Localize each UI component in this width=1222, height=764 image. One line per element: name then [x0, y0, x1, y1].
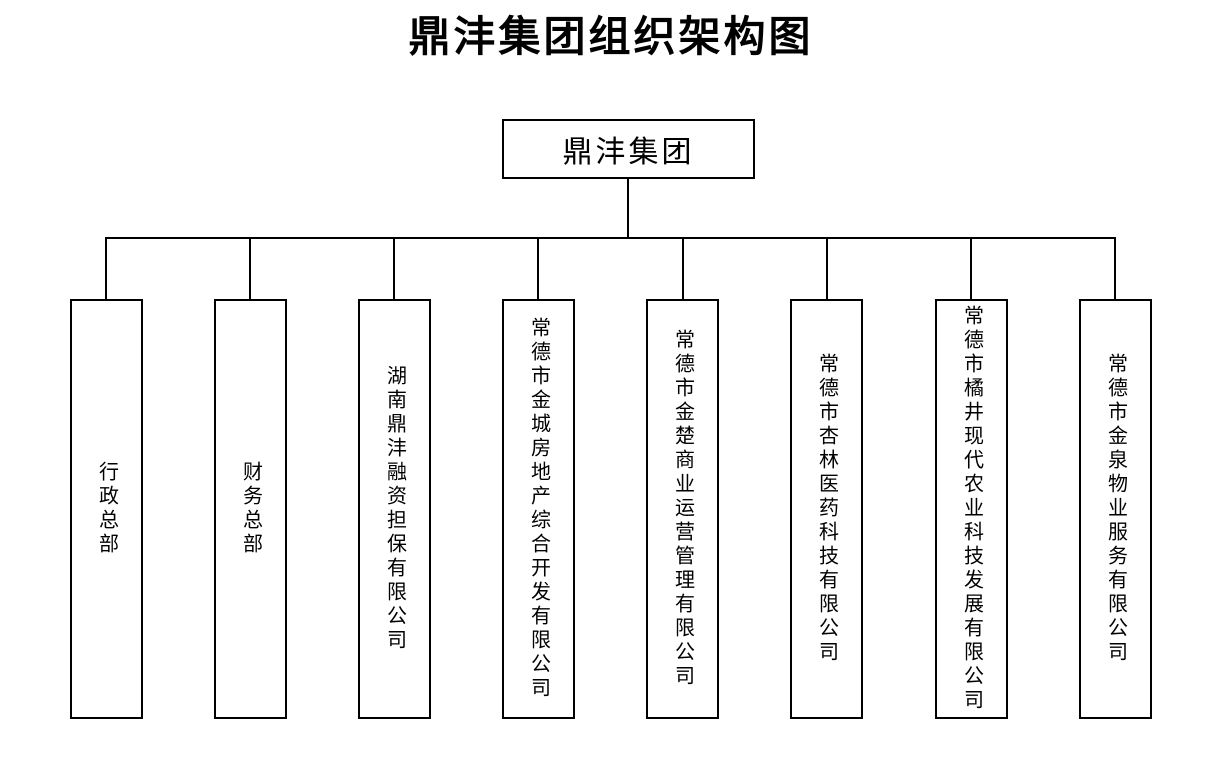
org-root-box: 鼎沣集团	[502, 119, 755, 179]
org-child-label: 常德市金城房地产综合开发有限公司	[527, 317, 550, 701]
org-child-label: 行政总部	[95, 461, 118, 557]
connector-drop-line	[970, 237, 972, 301]
org-child-box-agritech-co: 常德市橘井现代农业科技发展有限公司	[935, 299, 1008, 719]
org-child-label: 常德市金楚商业运营管理有限公司	[671, 329, 694, 689]
org-child-box-realestate-co: 常德市金城房地产综合开发有限公司	[502, 299, 575, 719]
org-child-box-admin-hq: 行政总部	[70, 299, 143, 719]
chart-title: 鼎沣集团组织架构图	[408, 15, 814, 61]
connector-trunk-line	[627, 179, 629, 239]
org-root-label: 鼎沣集团	[562, 136, 695, 169]
connector-drop-line	[105, 237, 107, 301]
org-child-label: 常德市杏林医药科技有限公司	[815, 353, 838, 665]
org-child-label: 湖南鼎沣融资担保有限公司	[383, 365, 406, 653]
org-child-label: 常德市橘井现代农业科技发展有限公司	[960, 305, 983, 713]
connector-drop-line	[1114, 237, 1116, 301]
connector-rail-line	[105, 237, 1116, 239]
connector-drop-line	[682, 237, 684, 301]
org-child-label: 财务总部	[239, 461, 262, 557]
org-child-box-finance-hq: 财务总部	[214, 299, 287, 719]
org-child-box-pharma-co: 常德市杏林医药科技有限公司	[790, 299, 863, 719]
connector-drop-line	[249, 237, 251, 301]
org-child-box-guarantee-co: 湖南鼎沣融资担保有限公司	[358, 299, 431, 719]
connector-drop-line	[826, 237, 828, 301]
connector-drop-line	[393, 237, 395, 301]
org-child-label: 常德市金泉物业服务有限公司	[1104, 353, 1127, 665]
org-child-box-commerce-co: 常德市金楚商业运营管理有限公司	[646, 299, 719, 719]
connector-drop-line	[537, 237, 539, 301]
org-child-box-property-co: 常德市金泉物业服务有限公司	[1079, 299, 1152, 719]
